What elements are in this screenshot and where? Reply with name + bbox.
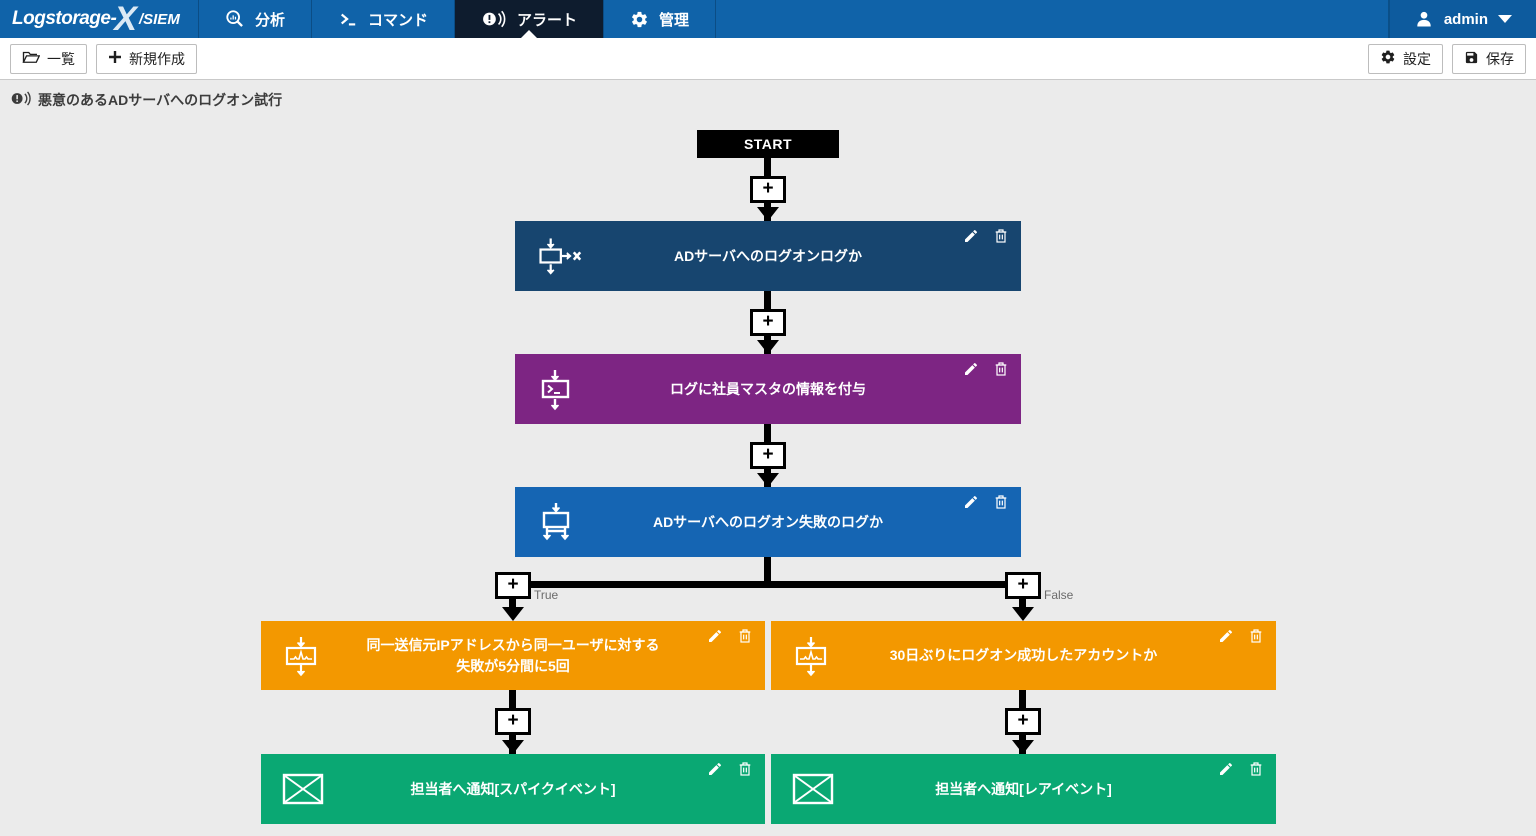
logo-suffix: /SIEM	[138, 10, 180, 28]
logo-x-mark: X	[114, 0, 137, 38]
spike-chart-icon	[281, 634, 321, 678]
arrow-down-icon	[757, 340, 779, 354]
flow-connector-line	[1019, 599, 1026, 611]
create-new-button[interactable]: 新規作成	[96, 43, 197, 74]
flow-canvas: 悪意のあるADサーバへのログオン試行 START + ADサーバへのログオンログ…	[0, 80, 1536, 836]
start-label: START	[743, 136, 793, 152]
edit-icon[interactable]	[1218, 761, 1234, 777]
nav-tab-label: 管理	[659, 11, 690, 29]
alert-icon	[481, 9, 507, 29]
alert-icon	[10, 90, 32, 110]
arrow-down-icon	[757, 473, 779, 487]
flow-node-spike-true[interactable]: 同一送信元IPアドレスから同一ユーザに対する 失敗が5分間に5回	[261, 621, 765, 690]
user-menu[interactable]: admin	[1387, 0, 1536, 38]
app-logo[interactable]: Logstorage-X/SIEM	[0, 0, 198, 38]
delete-icon[interactable]	[737, 761, 753, 777]
add-node-button[interactable]: +	[750, 176, 786, 203]
node-label: ログに社員マスタの情報を付与	[670, 380, 866, 397]
nav-tab-analysis[interactable]: 分析	[198, 0, 311, 38]
top-navbar: Logstorage-X/SIEM 分析 コマンド	[0, 0, 1536, 38]
start-node: START	[697, 130, 839, 158]
arrow-down-icon	[502, 607, 524, 621]
add-node-button[interactable]: +	[495, 708, 531, 735]
add-node-button[interactable]: +	[750, 442, 786, 469]
search-icon	[225, 9, 245, 29]
node-label: 担当者へ通知[スパイクイベント]	[410, 780, 616, 797]
user-name: admin	[1443, 10, 1488, 28]
node-label: ADサーバへのログオン失敗のログか	[652, 513, 884, 530]
edit-icon[interactable]	[1218, 628, 1234, 644]
flow-node-notify-rare[interactable]: 担当者へ通知[レアイベント]	[771, 754, 1276, 824]
flow-branch-line	[510, 581, 1026, 588]
delete-icon[interactable]	[993, 361, 1009, 377]
flow-connector-line	[509, 599, 516, 611]
edit-icon[interactable]	[707, 628, 723, 644]
flow-node-command[interactable]: ログに社員マスタの情報を付与	[515, 354, 1021, 424]
node-label: ADサーバへのログオンログか	[673, 247, 863, 264]
user-icon	[1414, 9, 1434, 29]
node-label: 担当者へ通知[レアイベント]	[935, 780, 1112, 797]
delete-icon[interactable]	[1248, 761, 1264, 777]
mail-icon	[791, 772, 835, 806]
flow-node-notify-spike[interactable]: 担当者へ通知[スパイクイベント]	[261, 754, 765, 824]
arrow-down-icon	[757, 207, 779, 221]
list-button-label: 一覧	[47, 50, 75, 67]
chevron-down-icon	[1498, 15, 1512, 23]
arrow-down-icon	[1012, 740, 1034, 754]
save-button[interactable]: 保存	[1452, 43, 1526, 74]
command-icon	[535, 367, 575, 411]
branch-label-true: True	[534, 588, 559, 602]
nav-tab-label: コマンド	[368, 11, 429, 29]
edit-icon[interactable]	[963, 494, 979, 510]
terminal-icon	[338, 10, 358, 28]
spike-chart-icon	[791, 634, 831, 678]
delete-icon[interactable]	[737, 628, 753, 644]
branch-label-false: False	[1044, 588, 1074, 602]
flow-node-filter[interactable]: ADサーバへのログオンログか	[515, 221, 1021, 291]
flow-connector-line	[764, 557, 771, 588]
settings-button[interactable]: 設定	[1368, 43, 1443, 74]
nav-tab-label: 分析	[255, 11, 286, 29]
page-title: 悪意のあるADサーバへのログオン試行	[10, 90, 282, 110]
list-button[interactable]: 一覧	[10, 43, 87, 74]
add-node-button-false[interactable]: +	[1005, 572, 1041, 599]
gear-icon	[630, 10, 649, 29]
filter-icon	[535, 235, 583, 277]
folder-open-icon	[22, 49, 41, 68]
edit-icon[interactable]	[963, 361, 979, 377]
mail-icon	[281, 772, 325, 806]
node-label: 30日ぶりにログオン成功したアカウントか	[889, 647, 1158, 664]
arrow-down-icon	[1012, 607, 1034, 621]
delete-icon[interactable]	[993, 494, 1009, 510]
logo-text: Logstorage-	[12, 8, 117, 29]
plus-icon	[108, 50, 122, 67]
arrow-down-icon	[502, 740, 524, 754]
edit-icon[interactable]	[707, 761, 723, 777]
create-new-button-label: 新規作成	[129, 50, 185, 67]
nav-tab-command[interactable]: コマンド	[311, 0, 454, 38]
page-title-text: 悪意のあるADサーバへのログオン試行	[38, 92, 283, 108]
add-node-button[interactable]: +	[1005, 708, 1041, 735]
delete-icon[interactable]	[993, 228, 1009, 244]
delete-icon[interactable]	[1248, 628, 1264, 644]
main-menu: 分析 コマンド アラート	[198, 0, 717, 38]
add-node-button-true[interactable]: +	[495, 572, 531, 599]
branch-icon	[535, 500, 577, 544]
node-label: 同一送信元IPアドレスから同一ユーザに対する 失敗が5分間に5回	[366, 637, 660, 674]
nav-tab-admin[interactable]: 管理	[603, 0, 717, 38]
add-node-button[interactable]: +	[750, 309, 786, 336]
edit-icon[interactable]	[963, 228, 979, 244]
nav-tab-label: アラート	[517, 11, 578, 29]
flow-node-spike-false[interactable]: 30日ぶりにログオン成功したアカウントか	[771, 621, 1276, 690]
floppy-disk-icon	[1464, 50, 1479, 68]
settings-button-label: 設定	[1403, 50, 1431, 67]
flow-node-branch[interactable]: ADサーバへのログオン失敗のログか	[515, 487, 1021, 557]
action-toolbar: 一覧 新規作成 設定 保存	[0, 38, 1536, 80]
gear-icon	[1380, 49, 1396, 68]
save-button-label: 保存	[1486, 50, 1514, 67]
nav-tab-alert[interactable]: アラート	[454, 0, 604, 38]
